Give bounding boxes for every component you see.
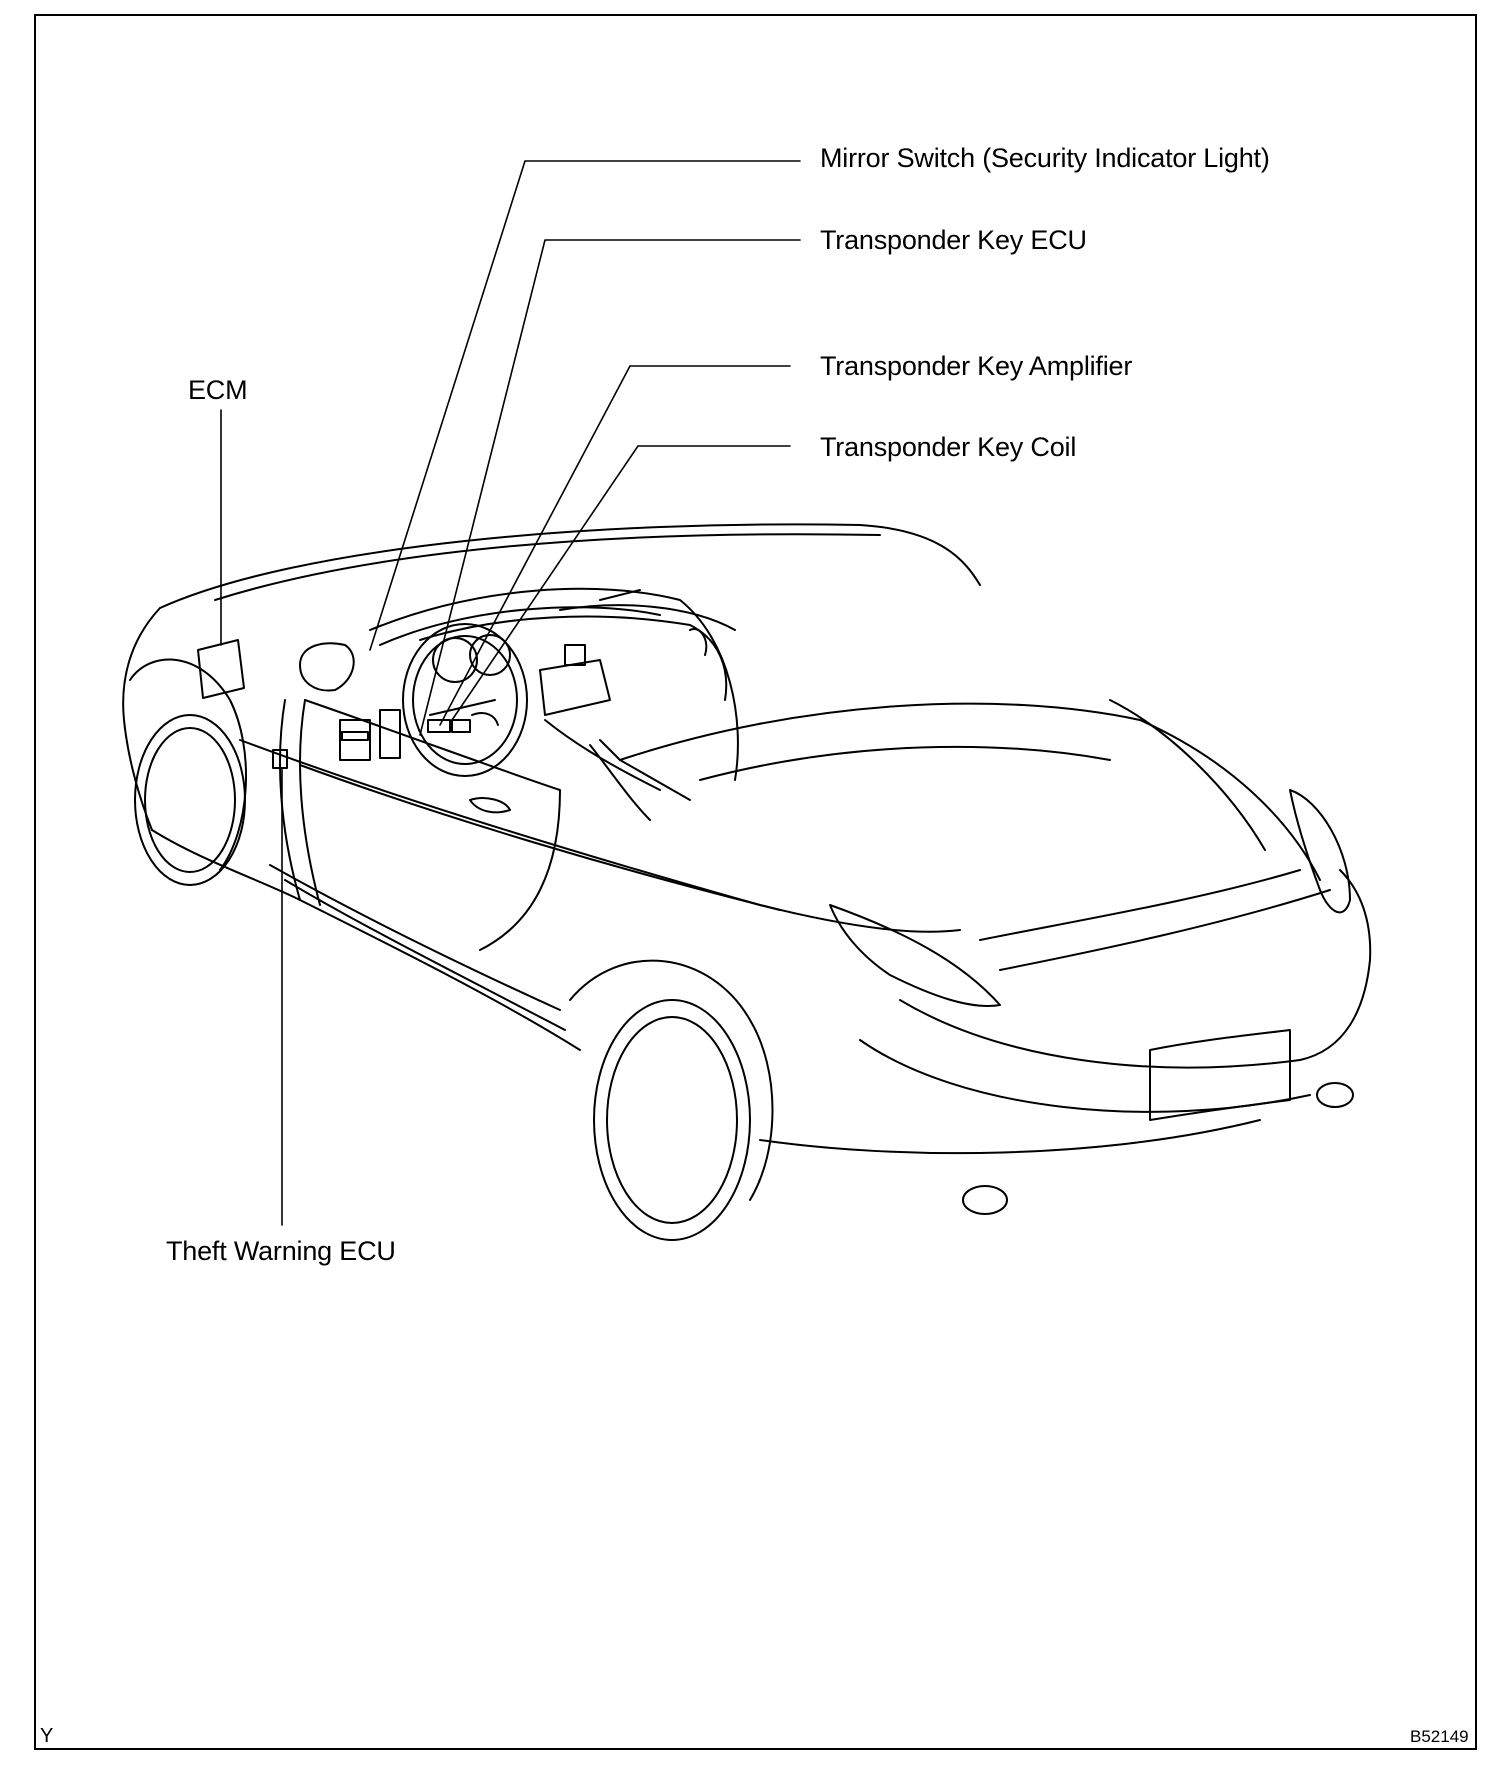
dashboard-interior bbox=[339, 589, 736, 821]
mirror-switch-label: Mirror Switch (Security Indicator Light) bbox=[820, 143, 1270, 173]
diagram-frame bbox=[34, 14, 1477, 1750]
car-body-outline bbox=[122, 523, 1372, 1215]
rear-wheel bbox=[569, 959, 774, 1241]
transponder-key-amplifier-label: Transponder Key Amplifier bbox=[820, 351, 1133, 381]
door-and-cabin bbox=[279, 587, 739, 951]
ecm-label: ECM bbox=[188, 375, 248, 405]
transponder-key-ecu-label: Transponder Key ECU bbox=[820, 225, 1087, 255]
figure-code: B52149 bbox=[1410, 1727, 1469, 1746]
front-wheel bbox=[129, 658, 248, 886]
leader-lines bbox=[220, 160, 801, 1226]
theft-warning-ecu-label: Theft Warning ECU bbox=[166, 1236, 396, 1266]
ecm-box bbox=[197, 639, 245, 699]
transponder-key-coil-label: Transponder Key Coil bbox=[820, 432, 1077, 462]
corner-code-left: Y bbox=[40, 1725, 54, 1747]
theft-warning-ecu-box bbox=[272, 749, 288, 769]
